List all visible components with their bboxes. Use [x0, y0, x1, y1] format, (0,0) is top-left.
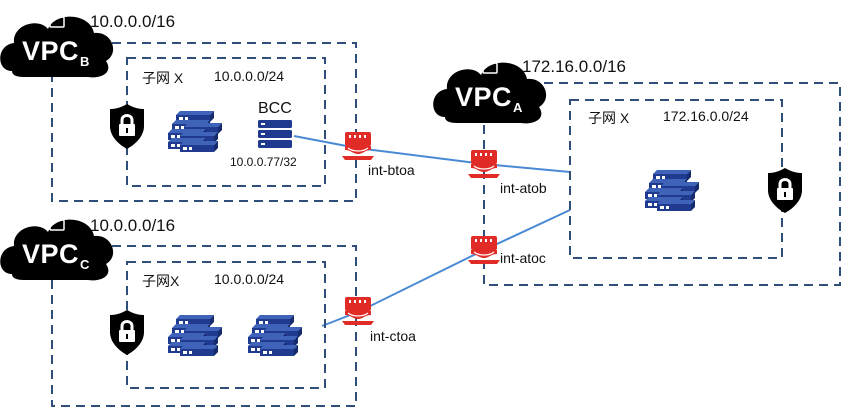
- link-subnet-a-to-atoc: [483, 209, 571, 251]
- vpc-a-boundary: [483, 82, 841, 286]
- vpc-c-server-cluster-icon-2: [248, 315, 302, 356]
- vpc-b-subnet-cidr: 10.0.0.0/24: [214, 68, 285, 84]
- link-atoc-to-ctoa: [357, 249, 485, 313]
- vpc-c-security-group-icon: [108, 308, 146, 357]
- vpc-a-subnet-cidr: 172.16.0.0/24: [663, 108, 749, 124]
- int-ctoa-label: int-ctoa: [370, 328, 416, 344]
- vpc-c-server-cluster-icon-1: [168, 315, 222, 356]
- vpc-a-security-group-icon: [766, 166, 804, 215]
- vpc-c-subnet-cidr: 10.0.0.0/24: [214, 271, 285, 287]
- vpc-b-boundary: [51, 42, 357, 202]
- link-btoa-to-atob: [356, 147, 485, 165]
- vpc-b-server-cluster-icon: [168, 111, 222, 152]
- vpc-a-cidr: 172.16.0.0/16: [522, 57, 626, 76]
- vpc-b-security-group-icon: [108, 102, 146, 151]
- router-int-atoc-icon: [467, 235, 501, 265]
- link-atob-to-subnet-a: [483, 163, 571, 173]
- int-btoa-label: int-btoa: [368, 162, 415, 178]
- bcc-server-icon: [258, 120, 292, 148]
- router-int-ctoa-icon: [341, 296, 375, 326]
- vpc-b-cidr: 10.0.0.0/16: [90, 12, 176, 31]
- connection-lines: [293, 135, 571, 327]
- bcc-label: BCC: [258, 100, 292, 117]
- router-int-btoa-icon: [341, 131, 375, 161]
- vpc-c-subnet-label: 子网X: [142, 273, 180, 289]
- vpc-a-label: VPCA: [455, 82, 523, 115]
- vpc-a-server-cluster-icon: [645, 170, 699, 211]
- vpc-c-boundary: [51, 245, 357, 407]
- vpc-b-subnet-label: 子网 X: [142, 70, 184, 86]
- vpc-c-cidr: 10.0.0.0/16: [90, 216, 176, 235]
- vpc-b-label: VPCB: [22, 36, 90, 69]
- int-atob-label: int-atob: [500, 180, 547, 196]
- vpc-c-label: VPCC: [22, 239, 90, 272]
- bcc-ip: 10.0.0.77/32: [230, 155, 297, 169]
- int-atoc-label: int-atoc: [500, 250, 546, 266]
- vpc-a-subnet-label: 子网 X: [588, 110, 630, 126]
